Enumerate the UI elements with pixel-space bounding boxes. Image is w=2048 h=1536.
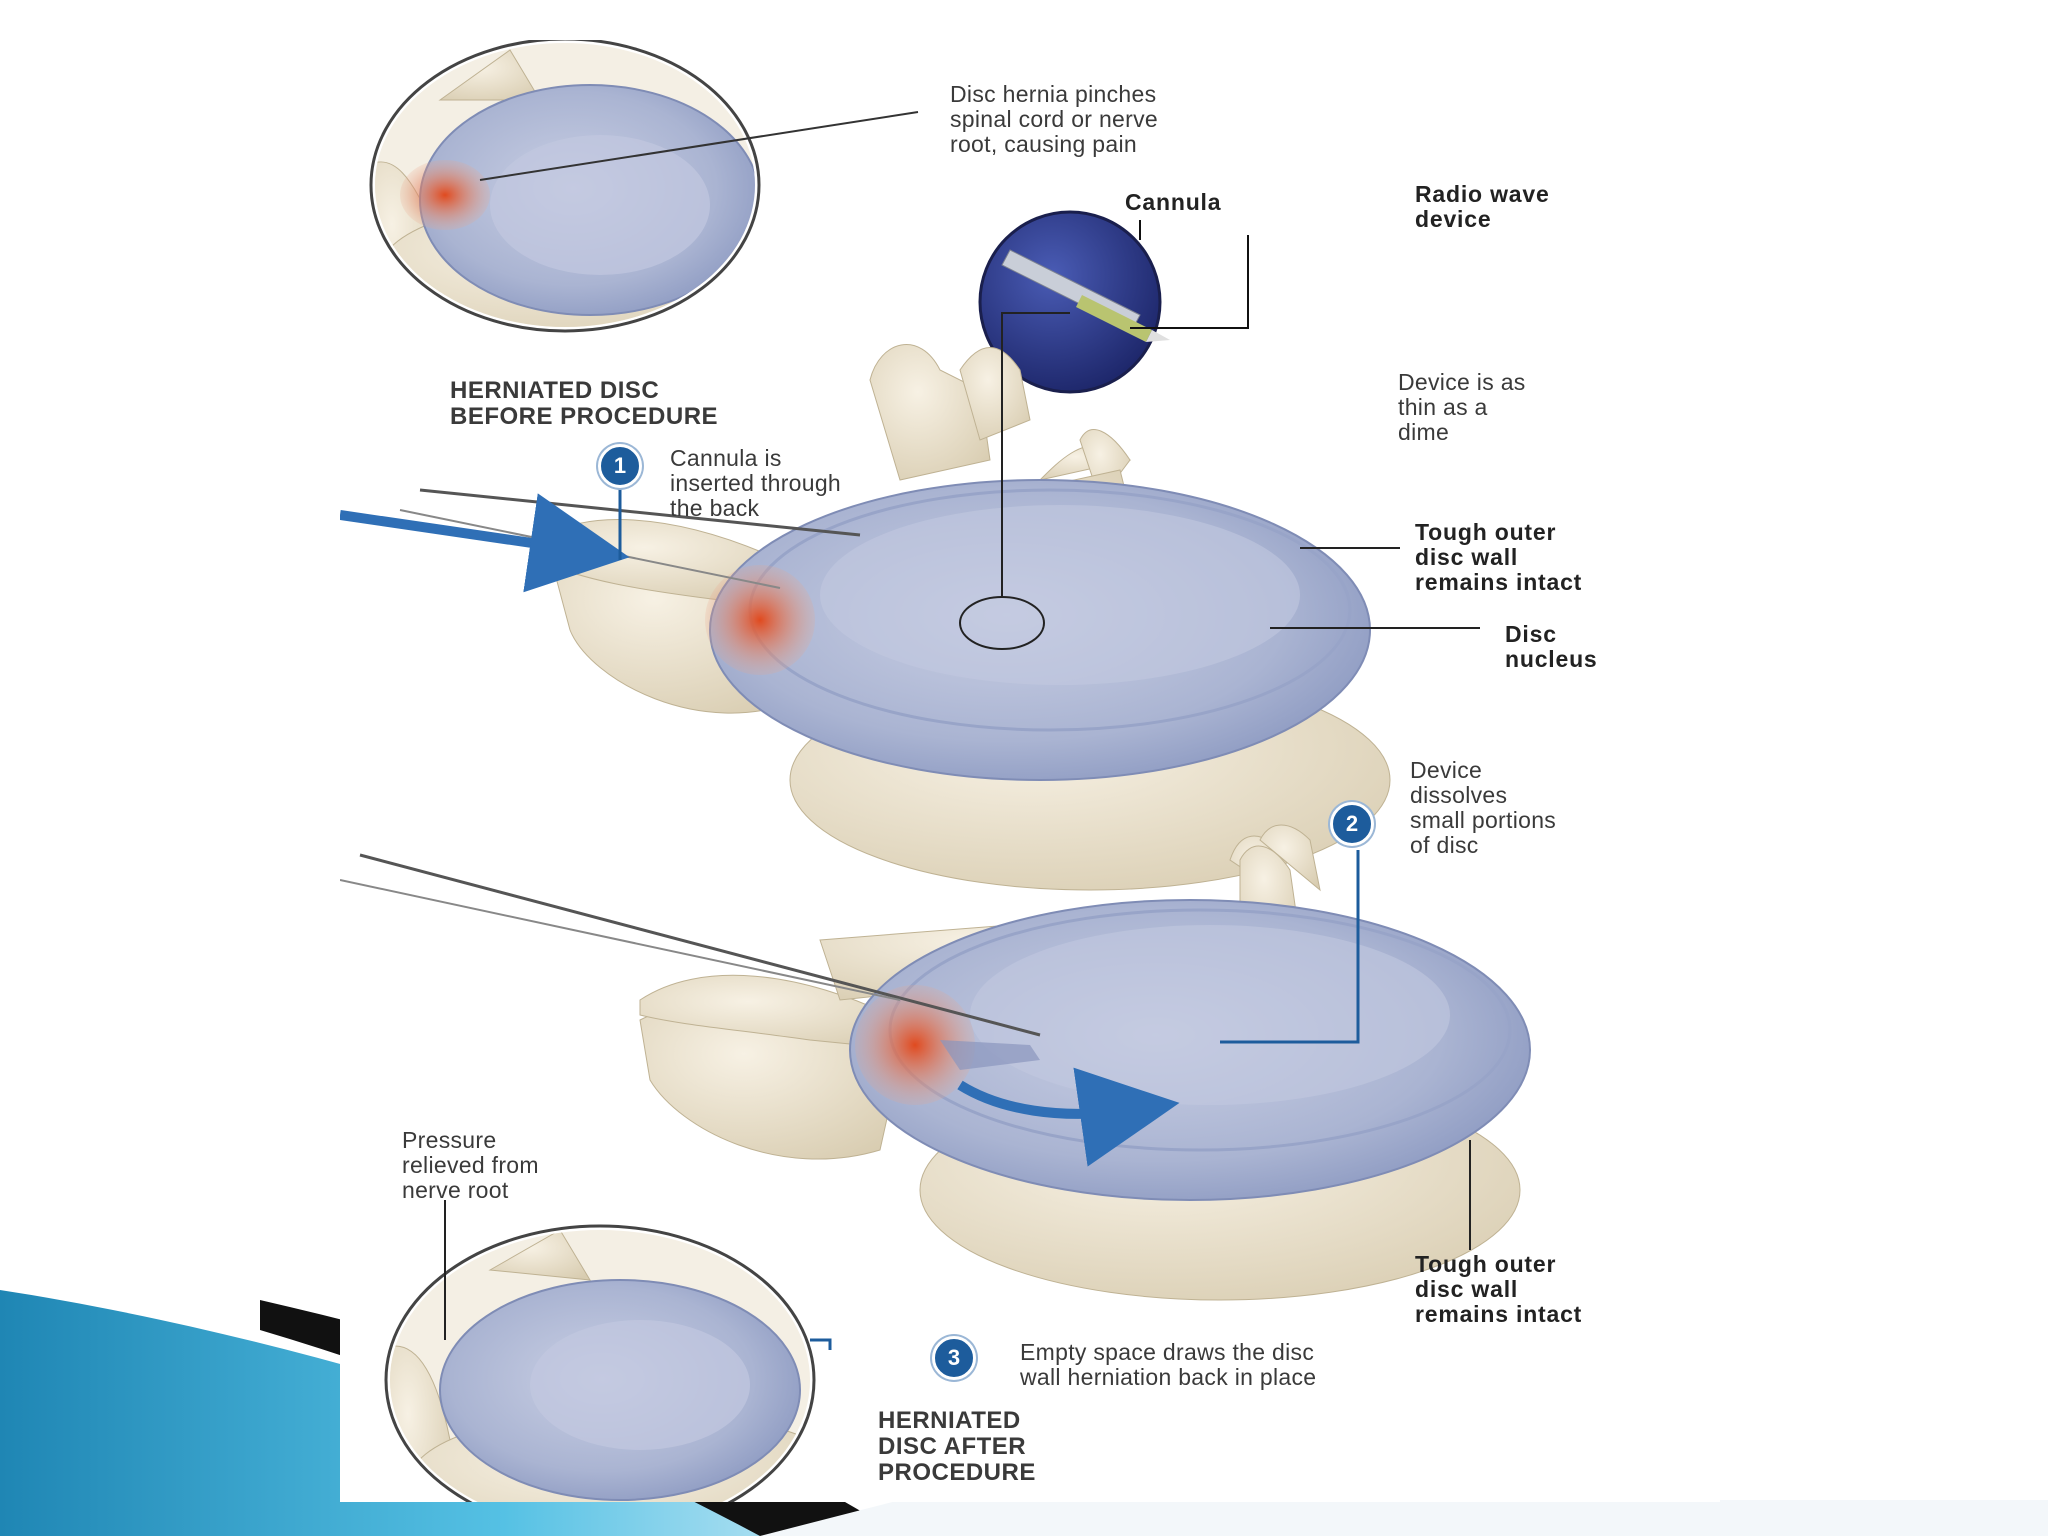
label-cannula: Cannula (1125, 189, 1222, 215)
inset-after (384, 1200, 832, 1502)
label-outer-wall-top: Tough outer disc wall remains intact (1415, 519, 1583, 595)
disc-procedure-diagram: Disc hernia pinches spinal cord or nerve… (340, 40, 1720, 1502)
step-1-badge: 1 (598, 444, 642, 488)
label-disc-nucleus: Disc nucleus (1505, 621, 1598, 672)
label-outer-wall-bottom: Tough outer disc wall remains intact (1415, 1251, 1583, 1327)
vertebra-bottom (340, 824, 1531, 1301)
step-3-badge: 3 (932, 1336, 976, 1380)
label-step-1: Cannula is inserted through the back (670, 445, 842, 521)
label-after-procedure: HERNIATED DISC AFTER PROCEDURE (878, 1407, 1036, 1486)
illustration (340, 40, 1531, 1502)
label-hernia-pinches: Disc hernia pinches spinal cord or nerve… (950, 81, 1158, 157)
cannula-inset (978, 210, 1249, 394)
label-before-procedure: HERNIATED DISC BEFORE PROCEDURE (450, 377, 719, 430)
vertebra-top (340, 312, 1480, 891)
label-radio-wave-device: Radio wave device (1415, 181, 1550, 232)
inset-before (369, 40, 919, 333)
bottom-fade (760, 1500, 2048, 1536)
label-step-2: Device dissolves small portions of disc (1410, 757, 1557, 858)
step-2-badge: 2 (1330, 802, 1374, 846)
label-step-3: Empty space draws the disc wall herniati… (1020, 1339, 1317, 1390)
label-device-thin: Device is as thin as a dime (1398, 369, 1526, 445)
label-pressure-relieved: Pressure relieved from nerve root (402, 1127, 539, 1203)
